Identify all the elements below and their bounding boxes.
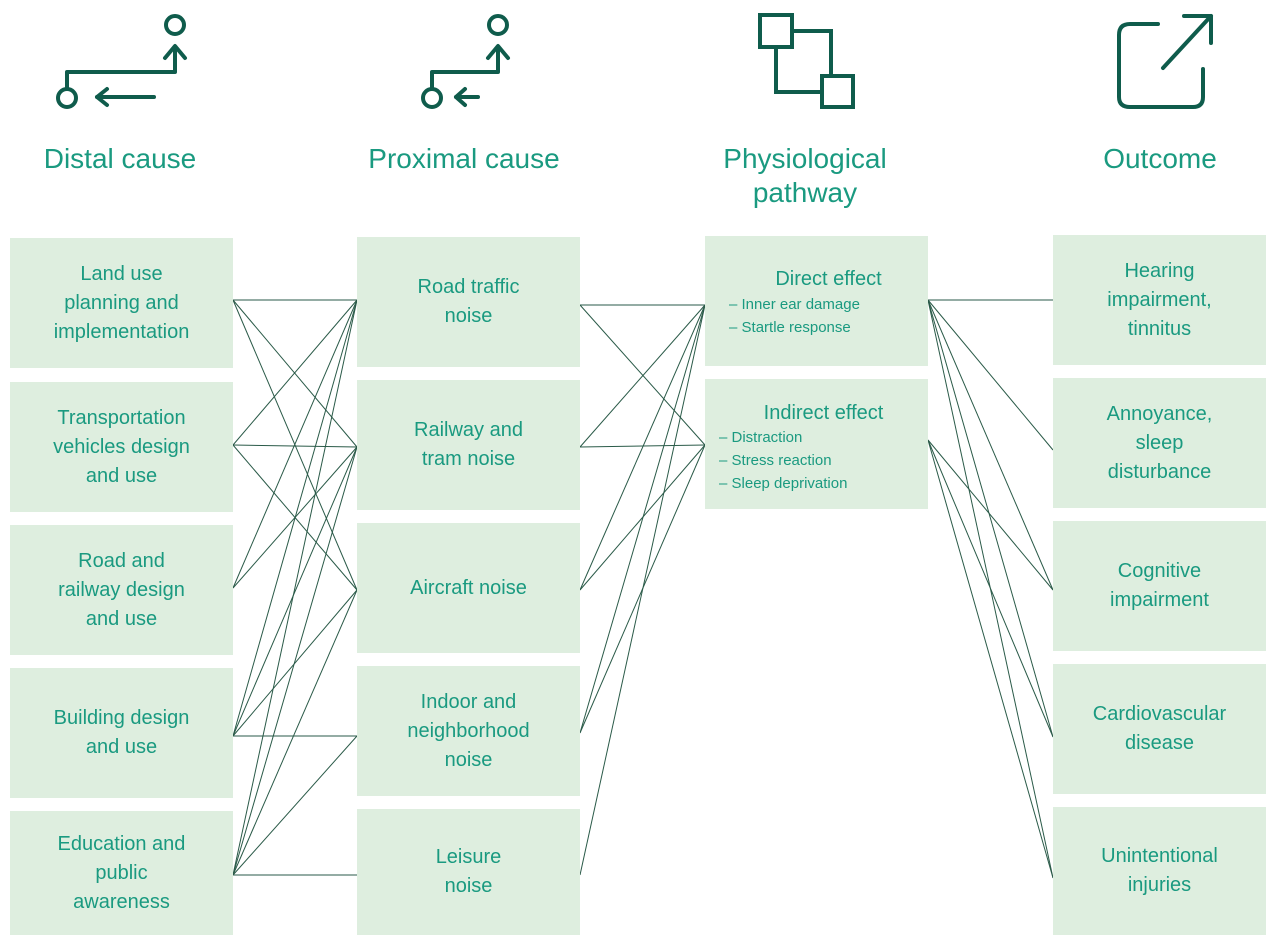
linked-squares-icon [758, 13, 855, 109]
list-item: Distraction [719, 426, 928, 449]
proximal-pathway-link [579, 304, 706, 876]
proximal-box-indoor-neighborhood: Indoor and neighborhood noise [357, 666, 580, 796]
proximal-box-leisure: Leisure noise [357, 809, 580, 935]
proximal-pathway-link [579, 304, 706, 734]
outcome-box-injuries: Unintentional injuries [1053, 807, 1266, 935]
pathway-box-direct-effect: Direct effect Inner ear damage Startle r… [705, 236, 928, 366]
physiological-pathway-header: Physiological pathway [723, 143, 887, 208]
distal-proximal-link [232, 589, 358, 876]
distal-proximal-link [232, 444, 358, 448]
distal-box-road-railway: Road and railway design and use [10, 525, 233, 655]
distal-cause-header: Distal cause [43, 143, 197, 174]
pathway-outcome-link [927, 299, 1054, 591]
proximal-pathway-link [579, 304, 706, 448]
proximal-pathway-link [579, 444, 706, 448]
direct-effect-list: Inner ear damage Startle response [729, 293, 928, 339]
pathway-outcome-link [927, 299, 1054, 738]
proximal-pathway-link [579, 304, 706, 446]
pathway-box-indirect-effect: Indirect effect Distraction Stress react… [705, 379, 928, 509]
outcome-box-annoyance: Annoyance, sleep disturbance [1053, 378, 1266, 508]
proximal-pathway-link [579, 304, 706, 591]
proximal-box-aircraft: Aircraft noise [357, 523, 580, 653]
list-item: Startle response [729, 316, 928, 339]
distal-proximal-link [232, 735, 358, 876]
distal-proximal-link [232, 299, 358, 589]
proximal-box-road-traffic: Road traffic noise [357, 237, 580, 367]
indirect-effect-list: Distraction Stress reaction Sleep depriv… [719, 426, 928, 495]
list-item: Stress reaction [719, 449, 928, 472]
pathway-outcome-link [927, 439, 1054, 738]
direct-effect-title: Direct effect [775, 268, 882, 290]
route-arrows-icon [56, 14, 187, 109]
outcome-header: Outcome [1103, 143, 1217, 174]
outcome-box-hearing: Hearing impairment, tinnitus [1053, 235, 1266, 365]
distal-proximal-link [232, 589, 358, 737]
external-link-icon [1117, 14, 1213, 109]
distal-proximal-link [232, 446, 358, 876]
distal-proximal-link [232, 299, 358, 876]
distal-box-education: Education and public awareness [10, 811, 233, 935]
distal-proximal-link [232, 299, 358, 446]
pathway-outcome-link [927, 299, 1054, 451]
distal-box-transportation: Transportation vehicles design and use [10, 382, 233, 512]
distal-box-land-use: Land use planning and implementation [10, 238, 233, 368]
distal-proximal-link [232, 299, 358, 737]
indirect-effect-title: Indirect effect [763, 402, 884, 424]
outcome-box-cognitive: Cognitive impairment [1053, 521, 1266, 651]
pathway-outcome-link [927, 439, 1054, 591]
list-item: Sleep deprivation [719, 472, 928, 495]
list-item: Inner ear damage [729, 293, 928, 316]
outcome-box-cardiovascular: Cardiovascular disease [1053, 664, 1266, 794]
pathway-outcome-link [927, 439, 1054, 879]
distal-proximal-link [232, 299, 358, 448]
distal-proximal-link [232, 446, 358, 737]
distal-box-building: Building design and use [10, 668, 233, 798]
proximal-cause-header: Proximal cause [368, 143, 560, 174]
route-arrows-icon [421, 14, 510, 109]
proximal-box-railway-tram: Railway and tram noise [357, 380, 580, 510]
